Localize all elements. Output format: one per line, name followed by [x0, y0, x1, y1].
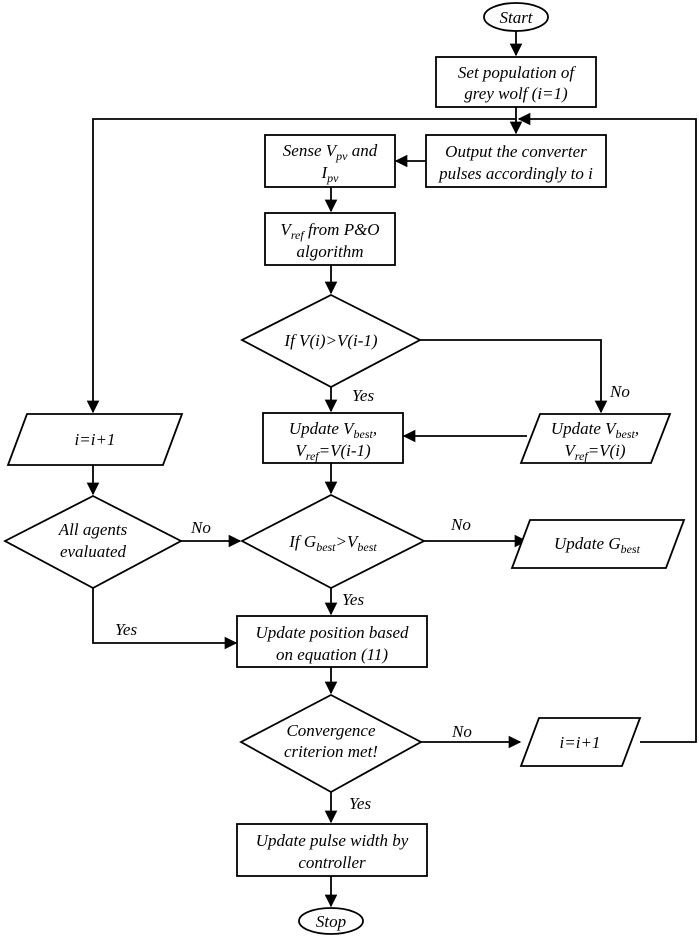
decision-v-diamond: If V(i)>V(i-1)	[240, 293, 422, 389]
vref-po-line2: algorithm	[296, 242, 363, 261]
update-gbest-parallelogram: Update Gbest	[510, 519, 686, 569]
vref-po-box: Vref from P&O algorithm	[264, 212, 396, 266]
sense-line2: Ipv	[321, 163, 340, 185]
vref-po-line1: Vref from P&O	[280, 220, 379, 242]
update-vbest-right-line1: Update Vbest,	[551, 419, 639, 441]
output-pulses-box: Output the converter pulses accordingly …	[425, 134, 607, 188]
convergence-diamond: Convergence criterion met!	[239, 693, 423, 794]
convergence-line2: criterion met!	[284, 742, 378, 761]
decision-v-no-label: No	[609, 382, 630, 401]
connectors	[86, 31, 697, 908]
edge-agents-yes	[92, 588, 238, 650]
update-gbest-label: Update Gbest	[554, 534, 641, 556]
all-agents-line2: evaluated	[60, 542, 127, 561]
output-pulses-line1: Output the converter	[445, 142, 587, 161]
update-pulse-box: Update pulse width by controller	[236, 823, 428, 877]
stop-label: Stop	[316, 912, 346, 931]
update-position-line1: Update position based	[256, 623, 409, 642]
convergence-yes-label: Yes	[349, 794, 371, 813]
decision-v-label: If V(i)>V(i-1)	[283, 331, 377, 350]
update-pulse-line2: controller	[298, 853, 366, 872]
stop-terminal: Stop	[298, 907, 364, 935]
set-population-line2: grey wolf (i=1)	[464, 84, 568, 103]
update-position-line2: on equation (11)	[276, 645, 388, 664]
convergence-line1: Convergence	[286, 721, 376, 740]
agents-no-label: No	[190, 518, 211, 537]
set-population-box: Set population of grey wolf (i=1)	[435, 56, 597, 108]
update-vbest-left-line2: Vref=V(i-1)	[295, 441, 371, 463]
sense-box: Sense Vpv and Ipv	[264, 134, 396, 188]
agents-yes-label: Yes	[115, 620, 137, 639]
decision-g-no-label: No	[450, 515, 471, 534]
sense-line1: Sense Vpv and	[283, 141, 378, 163]
update-pulse-line1: Update pulse width by	[256, 831, 409, 850]
update-position-box: Update position based on equation (11)	[236, 615, 428, 668]
decision-g-diamond: If Gbest>Vbest	[240, 493, 427, 590]
edge-increment-right-loop	[517, 112, 697, 743]
all-agents-line1: All agents	[58, 520, 128, 539]
update-vbest-right-parallelogram: Update Vbest, Vref=V(i)	[519, 413, 672, 464]
edge-loop-to-increment-left	[86, 118, 516, 414]
update-vbest-left-box: Update Vbest, Vref=V(i-1)	[262, 412, 404, 464]
increment-right-parallelogram: i=i+1	[519, 717, 642, 767]
update-vbest-right-line2: Vref=V(i)	[564, 441, 626, 463]
start-terminal: Start	[483, 2, 549, 32]
start-label: Start	[499, 8, 533, 27]
update-vbest-left-line1: Update Vbest,	[289, 419, 377, 441]
decision-v-yes-label: Yes	[352, 386, 374, 405]
increment-left-parallelogram: i=i+1	[6, 413, 184, 466]
set-population-line1: Set population of	[458, 63, 576, 82]
all-agents-diamond: All agents evaluated	[3, 494, 183, 590]
decision-g-label: If Gbest>Vbest	[288, 532, 377, 554]
convergence-no-label: No	[451, 722, 472, 741]
decision-g-yes-label: Yes	[342, 590, 364, 609]
edge-decision-v-no	[420, 339, 608, 414]
output-pulses-line2: pulses accordingly to i	[438, 164, 593, 183]
increment-right-label: i=i+1	[560, 733, 601, 752]
increment-left-label: i=i+1	[75, 430, 116, 449]
